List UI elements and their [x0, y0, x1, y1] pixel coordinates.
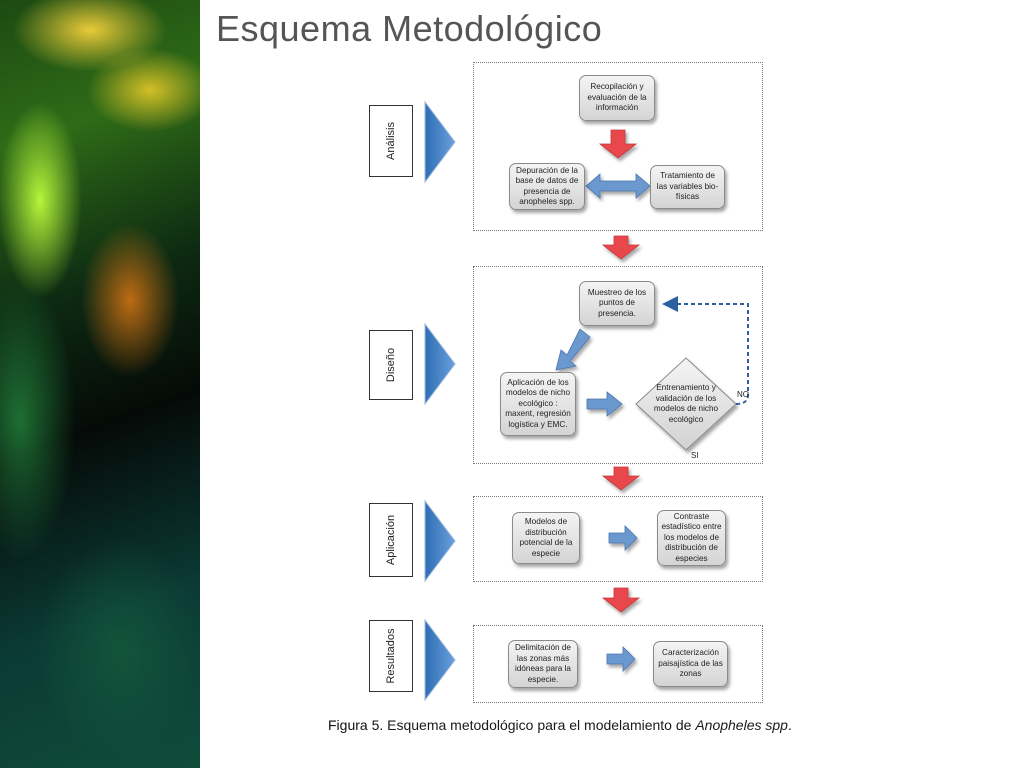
node-depuracion: Depuración de la base de datos de presen… [509, 163, 585, 210]
node-contraste: Contraste estadístico entre los modelos … [657, 510, 726, 566]
down-arrow-2 [601, 235, 641, 260]
decorative-background-art [0, 0, 200, 768]
node-recopilacion: Recopilación y evaluación de la informac… [579, 75, 655, 121]
node-delimitacion: Delimitación de las zonas más idóneas pa… [508, 640, 578, 688]
feedback-loop-arrow [662, 296, 749, 405]
down-arrow-3 [601, 466, 641, 491]
page-title: Esquema Metodológico [216, 8, 603, 49]
phase-arrow-design [424, 322, 456, 406]
phase-label-analysis: Análisis [369, 105, 413, 177]
right-arrow-results [606, 646, 636, 672]
phase-arrow-results [424, 618, 456, 702]
node-modelos-distribucion: Modelos de distribución potencial de la … [512, 512, 580, 564]
phase-arrow-application [424, 499, 456, 583]
down-arrow-1 [598, 129, 638, 159]
decision-si-label: SI [691, 451, 699, 460]
caption-end: . [787, 717, 792, 733]
node-caracterizacion: Caracterización paisajística de las zona… [653, 641, 728, 687]
node-tratamiento: Tratamiento de las variables bio-físicas [650, 165, 725, 209]
decision-no-label: NO [737, 390, 749, 399]
decision-diamond [635, 357, 737, 451]
node-aplicacion-modelos: Aplicación de los modelos de nicho ecoló… [500, 372, 576, 436]
caption-label: Figura 5. [328, 717, 384, 733]
right-arrow-design [586, 391, 623, 417]
phase-label-design: Diseño [369, 330, 413, 400]
down-arrow-4 [601, 587, 641, 613]
caption-species: Anopheles spp [695, 717, 788, 733]
double-arrow [585, 173, 651, 199]
figure-caption: Figura 5. Esquema metodológico para el m… [328, 717, 888, 733]
right-arrow-application [608, 525, 638, 551]
caption-text: Esquema metodológico para el modelamient… [383, 717, 696, 733]
phase-arrow-analysis [424, 100, 456, 184]
phase-label-results: Resultados [369, 620, 413, 692]
node-muestreo: Muestreo de los puntos de presencia. [579, 281, 655, 326]
phase-label-application: Aplicación [369, 503, 413, 577]
diagonal-arrow [555, 328, 591, 371]
node-entrenamiento: Entrenamiento y validación de los modelo… [653, 383, 719, 424]
